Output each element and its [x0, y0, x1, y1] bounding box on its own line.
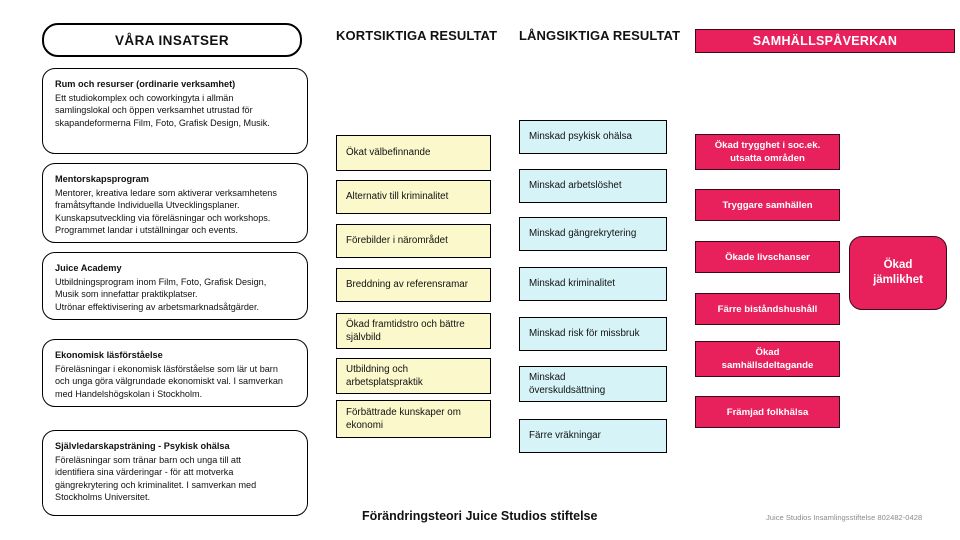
long-term-result-box[interactable]: Minskad kriminalitet	[519, 267, 667, 301]
impact-box[interactable]: Ökade livschanser	[695, 241, 840, 273]
insats-card-title: Juice Academy	[55, 263, 122, 273]
diagram-footer-note: Juice Studios Insamlingsstiftelse 802482…	[766, 513, 923, 522]
insats-card-body: Utbildningsprogram inom Film, Foto, Graf…	[55, 277, 267, 312]
impact-box[interactable]: Främjad folkhälsa	[695, 396, 840, 428]
insats-card-title: Mentorskapsprogram	[55, 174, 149, 184]
inputs-column-header: VÅRA INSATSER	[42, 23, 302, 57]
insats-card-title: Ekonomisk läsförståelse	[55, 350, 163, 360]
impact-box[interactable]: Ökad samhällsdeltagande	[695, 341, 840, 377]
insats-card-title: Självledarskapsträning - Psykisk ohälsa	[55, 441, 230, 451]
insats-card[interactable]: Juice Academy Utbildningsprogram inom Fi…	[42, 252, 308, 320]
short-term-result-box[interactable]: Förebilder i närområdet	[336, 224, 491, 258]
long-term-result-box[interactable]: Minskad arbetslöshet	[519, 169, 667, 203]
short-term-result-box[interactable]: Utbildning och arbetsplatspraktik	[336, 358, 491, 394]
diagram-footer-title: Förändringsteori Juice Studios stiftelse	[362, 509, 598, 523]
short-term-result-box[interactable]: Ökad framtidstro och bättre självbild	[336, 313, 491, 349]
impact-box[interactable]: Tryggare samhällen	[695, 189, 840, 221]
insats-card[interactable]: Mentorskapsprogram Mentorer, kreativa le…	[42, 163, 308, 243]
impact-box[interactable]: Ökad trygghet i soc.ek. utsatta områden	[695, 134, 840, 170]
short-term-result-box[interactable]: Alternativ till kriminalitet	[336, 180, 491, 214]
insats-card-body: Föreläsningar som tränar barn och unga t…	[55, 455, 257, 503]
insats-card-body: Ett studiokomplex och coworkingyta i all…	[55, 93, 270, 128]
short-term-column-header-label: KORTSIKTIGA RESULTAT	[336, 28, 498, 43]
impact-highlight-box[interactable]: Ökad jämlikhet	[849, 236, 947, 310]
insats-card[interactable]: Rum och resurser (ordinarie verksamhet) …	[42, 68, 308, 154]
insats-card-body: Föreläsningar i ekonomisk läsförståelse …	[55, 364, 283, 399]
long-term-result-box[interactable]: Minskad risk för missbruk	[519, 317, 667, 351]
short-term-column-header: KORTSIKTIGA RESULTAT	[336, 28, 497, 43]
long-term-column-header: LÅNGSIKTIGA RESULTAT	[519, 28, 680, 43]
long-term-result-box[interactable]: Minskad psykisk ohälsa	[519, 120, 667, 154]
long-term-column-header-label: LÅNGSIKTIGA RESULTAT	[519, 28, 681, 43]
insats-card[interactable]: Självledarskapsträning - Psykisk ohälsa …	[42, 430, 308, 516]
impact-column-header-label: SAMHÄLLSPÅVERKAN	[752, 34, 898, 48]
long-term-result-box[interactable]: Minskad överskuldsättning	[519, 366, 667, 402]
insats-card[interactable]: Ekonomisk läsförståelse Föreläsningar i …	[42, 339, 308, 407]
short-term-result-box[interactable]: Ökat välbefinnande	[336, 135, 491, 171]
long-term-result-box[interactable]: Färre vräkningar	[519, 419, 667, 453]
insats-card-title: Rum och resurser (ordinarie verksamhet)	[55, 79, 236, 89]
short-term-result-box[interactable]: Förbättrade kunskaper om ekonomi	[336, 400, 491, 438]
insats-card-body: Mentorer, kreativa ledare som aktiverar …	[55, 188, 277, 236]
impact-box[interactable]: Färre biståndshushåll	[695, 293, 840, 325]
inputs-column-header-label: VÅRA INSATSER	[115, 32, 229, 48]
impact-column-header: SAMHÄLLSPÅVERKAN	[695, 29, 955, 53]
long-term-result-box[interactable]: Minskad gängrekrytering	[519, 217, 667, 251]
short-term-result-box[interactable]: Breddning av referensramar	[336, 268, 491, 302]
